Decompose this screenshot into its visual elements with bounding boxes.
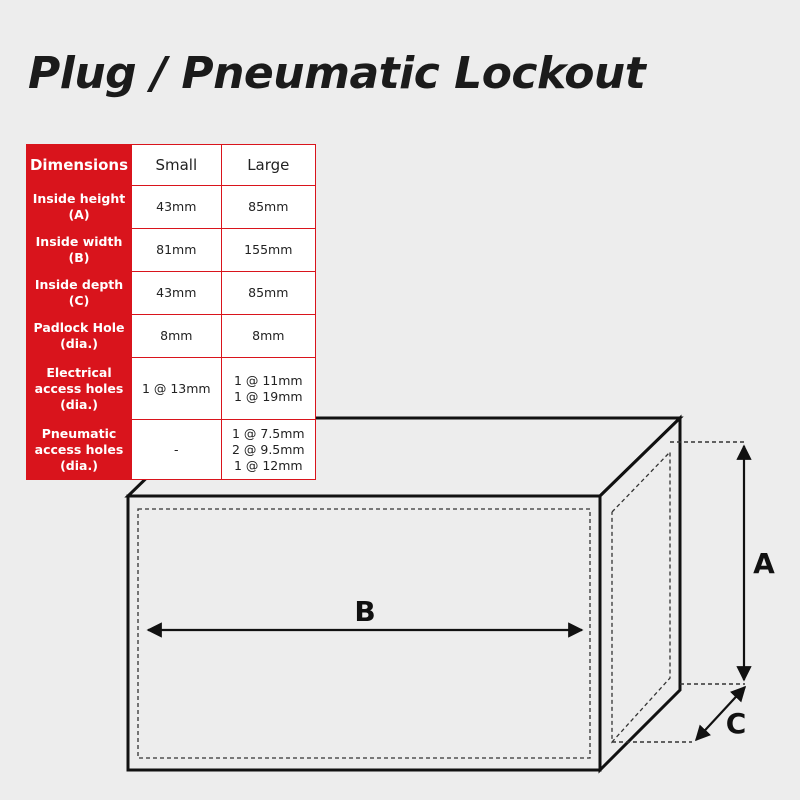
- cell-large: 85mm: [220, 185, 317, 229]
- row-label: Inside width (B): [26, 228, 132, 272]
- inner-side-outline: [611, 450, 671, 744]
- cell-small: 1 @ 13mm: [131, 357, 222, 420]
- table-row: Inside depth (C) 43mm 85mm: [26, 271, 317, 315]
- cell-large: 1 @ 11mm 1 @ 19mm: [220, 357, 317, 420]
- table-row: Electrical access holes (dia.) 1 @ 13mm …: [26, 357, 317, 420]
- table-header-row: Dimensions Small Large: [26, 144, 317, 186]
- dim-a-label: A: [753, 547, 775, 580]
- column-header-small: Small: [131, 144, 222, 186]
- dim-c-arrow: [694, 685, 747, 742]
- cell-large: 1 @ 7.5mm 2 @ 9.5mm 1 @ 12mm: [220, 419, 317, 480]
- row-label: Pneumatic access holes (dia.): [26, 419, 132, 480]
- cell-small: 43mm: [131, 271, 222, 315]
- column-header-large: Large: [220, 144, 317, 186]
- row-label: Inside height (A): [26, 185, 132, 229]
- cell-small: -: [131, 419, 222, 480]
- inner-front-outline: [137, 508, 591, 759]
- table-row: Pneumatic access holes (dia.) - 1 @ 7.5m…: [26, 419, 317, 480]
- table-row: Padlock Hole (dia.) 8mm 8mm: [26, 314, 317, 358]
- table-row: Inside height (A) 43mm 85mm: [26, 185, 317, 229]
- cell-large: 85mm: [220, 271, 317, 315]
- row-label: Inside depth (C): [26, 271, 132, 315]
- box-side-face: [598, 414, 682, 774]
- dim-b-label: B: [354, 595, 375, 628]
- row-label: Electrical access holes (dia.): [26, 357, 132, 420]
- cell-small: 43mm: [131, 185, 222, 229]
- cell-large: 8mm: [220, 314, 317, 358]
- cell-large: 155mm: [220, 228, 317, 272]
- row-label: Padlock Hole (dia.): [26, 314, 132, 358]
- cell-small: 8mm: [131, 314, 222, 358]
- dimensions-table: Dimensions Small Large Inside height (A)…: [26, 144, 317, 480]
- dim-c-label: C: [726, 707, 747, 740]
- cell-small: 81mm: [131, 228, 222, 272]
- table-row: Inside width (B) 81mm 155mm: [26, 228, 317, 272]
- table-corner-label: Dimensions: [26, 144, 132, 186]
- page-title: Plug / Pneumatic Lockout: [28, 48, 646, 99]
- box-front-face: [126, 494, 602, 772]
